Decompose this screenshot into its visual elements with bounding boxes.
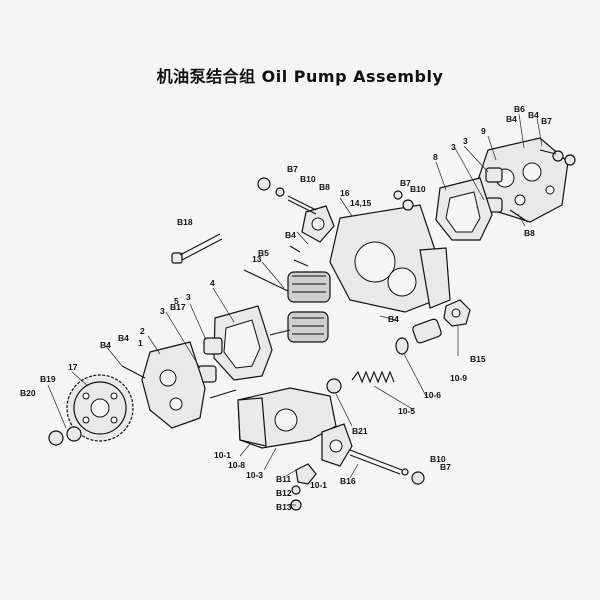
valve-plug-part xyxy=(412,318,442,344)
label-B8: B8 xyxy=(524,228,535,238)
body-top-nut-part xyxy=(393,190,414,211)
label-3: 3 xyxy=(463,136,468,146)
label-13: 13 xyxy=(252,254,262,264)
label-14-15: 14,15 xyxy=(350,198,372,208)
label-B13: B13 xyxy=(276,502,292,512)
label-B21: B21 xyxy=(352,426,368,436)
pin-part xyxy=(289,245,301,253)
label-B8: B8 xyxy=(319,182,330,192)
pump-body-part xyxy=(329,204,451,313)
valve-flange-part xyxy=(321,423,353,467)
label-B19: B19 xyxy=(40,374,56,384)
label-10-6: 10-6 xyxy=(424,390,441,400)
label-10-1: 10-1 xyxy=(310,480,327,490)
label-3: 3 xyxy=(451,142,456,152)
label-B10: B10 xyxy=(300,174,316,184)
stud-part xyxy=(121,365,146,379)
drive-gear-part xyxy=(66,374,134,442)
label-B20: B20 xyxy=(20,388,36,398)
label-8: 8 xyxy=(433,152,438,162)
label-16: 16 xyxy=(340,188,350,198)
label-B7: B7 xyxy=(287,164,298,174)
rear-cover-part xyxy=(477,137,569,223)
label-B12: B12 xyxy=(276,488,292,498)
label-4: 4 xyxy=(210,278,215,288)
label-B4: B4 xyxy=(100,340,111,350)
part-labels: B6 B4 B4 B7 9 3 3 8 B8 B7 B10 B8 16 B7 B… xyxy=(20,104,552,512)
label-B16: B16 xyxy=(340,476,356,486)
label-B11: B11 xyxy=(276,474,291,484)
drive-gear-shaft-part xyxy=(243,269,331,303)
label-B4: B4 xyxy=(118,333,129,343)
front-gasket-part xyxy=(213,305,273,381)
top-bolt-part xyxy=(257,177,317,215)
rear-nuts-part xyxy=(539,149,576,166)
label-3: 3 xyxy=(160,306,165,316)
label-B4: B4 xyxy=(388,314,399,324)
label-17: 17 xyxy=(68,362,78,372)
label-B4: B4 xyxy=(506,114,517,124)
label-B10: B10 xyxy=(410,184,426,194)
pin-part xyxy=(293,259,309,267)
label-B15: B15 xyxy=(470,354,486,364)
label-9: 9 xyxy=(481,126,486,136)
stud-part xyxy=(209,389,237,399)
long-bolt-part xyxy=(171,233,223,264)
label-B7: B7 xyxy=(400,178,411,188)
label-1: 1 xyxy=(138,338,143,348)
label-B6: B6 xyxy=(514,104,525,114)
label-5: 5 xyxy=(174,296,179,306)
gasket-part xyxy=(435,177,493,241)
label-B10: B10 xyxy=(430,454,446,464)
label-2: 2 xyxy=(140,326,145,336)
gear-nut-part xyxy=(48,426,82,446)
label-10-3: 10-3 xyxy=(246,470,263,480)
label-B5: B5 xyxy=(258,248,269,258)
label-10-1: 10-1 xyxy=(214,450,231,460)
label-10-9: 10-9 xyxy=(450,373,467,383)
diagram-title: 机油泵结合组 Oil Pump Assembly xyxy=(156,67,444,86)
label-10-5: 10-5 xyxy=(398,406,415,416)
label-B17: B17 xyxy=(170,302,186,312)
label-10-8: 10-8 xyxy=(228,460,245,470)
flange-plate-part xyxy=(301,205,335,243)
driven-gear-shaft-part xyxy=(269,311,329,343)
bottom-bolt-part xyxy=(349,449,425,485)
label-3: 3 xyxy=(186,292,191,302)
leader-lines xyxy=(47,113,543,506)
label-B18: B18 xyxy=(177,217,193,227)
nut-b15-part xyxy=(443,299,471,327)
valve-housing-part xyxy=(237,387,337,449)
spring-part xyxy=(351,370,395,384)
washer-106-part xyxy=(395,337,409,355)
ball-b21-part xyxy=(326,378,342,394)
label-B4: B4 xyxy=(285,230,296,240)
front-cover-part xyxy=(141,341,206,429)
label-B4: B4 xyxy=(528,110,539,120)
label-B7: B7 xyxy=(440,462,451,472)
label-B7: B7 xyxy=(541,116,552,126)
